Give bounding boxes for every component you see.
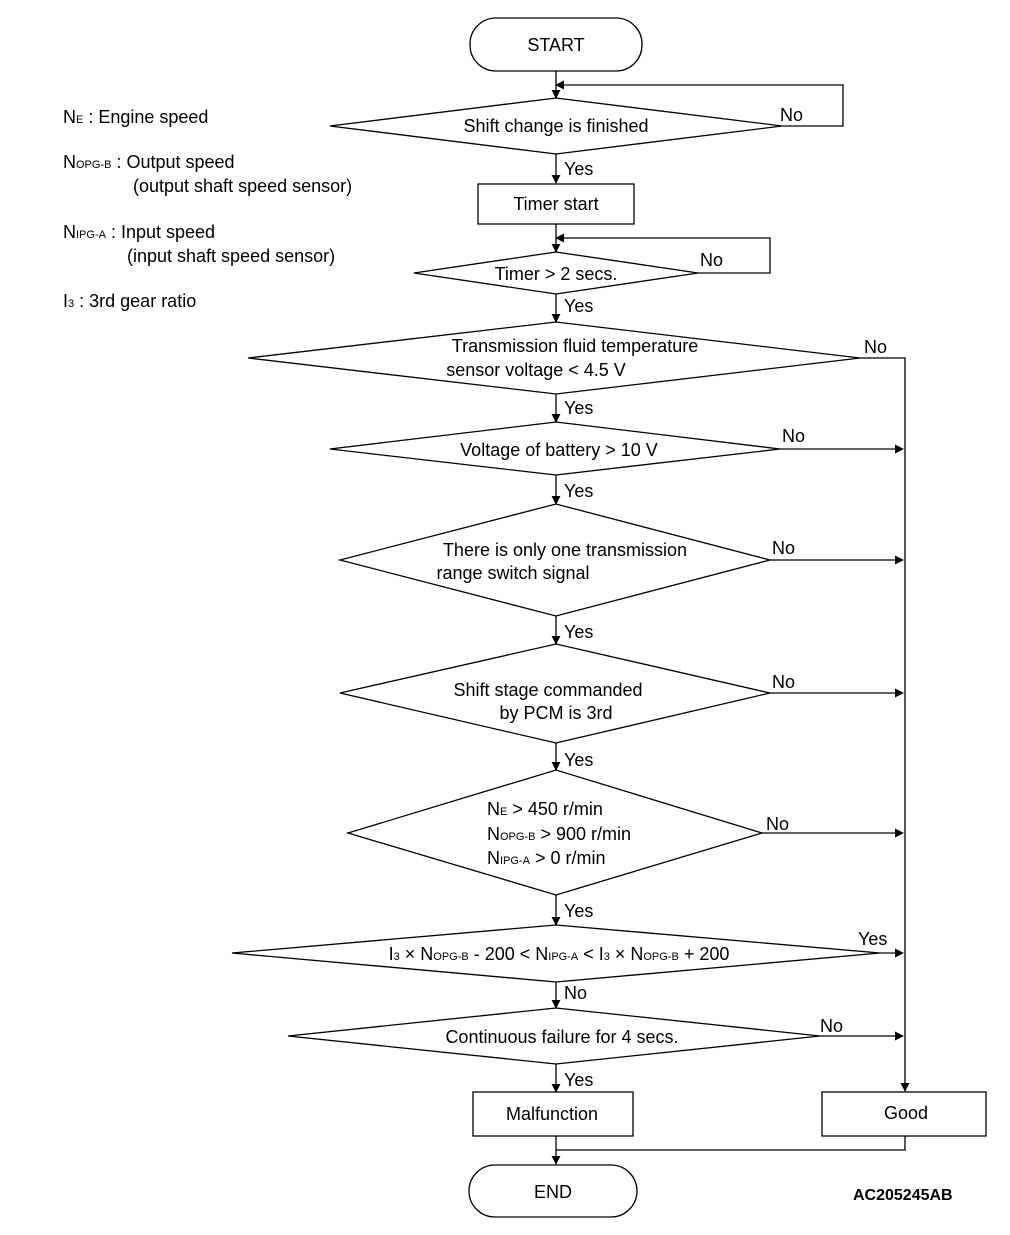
line-good-to-end: [556, 1136, 906, 1151]
figure-code: AC205245AB: [853, 1187, 953, 1204]
malfunction-label: Malfunction: [506, 1104, 598, 1124]
shift-stage-label-2: by PCM is 3rd: [499, 703, 612, 723]
legend-output-speed: NOPG-B : Output speed: [63, 152, 235, 172]
label-no-continuous: No: [820, 1016, 843, 1036]
fluid-temp-decision: [247, 321, 861, 395]
timer-2s-label: Timer > 2 secs.: [495, 264, 618, 284]
range-switch-label-1: There is only one transmission: [443, 540, 687, 560]
end-label: END: [534, 1182, 572, 1202]
good-process: [821, 1091, 987, 1137]
label-no-stage: No: [772, 672, 795, 692]
shift-stage-label-1: Shift stage commanded: [453, 680, 642, 700]
speed-ne-label: NE > 450 r/min: [487, 799, 603, 819]
timer-start-process: [477, 183, 635, 225]
label-yes-ratio: Yes: [858, 929, 887, 949]
end-terminal: [468, 1164, 638, 1218]
gear-ratio-label: I3 × NOPG-B - 200 < NIPG-A < I3 × NOPG-B…: [389, 944, 730, 964]
legend-engine-speed: NE : Engine speed: [63, 107, 208, 127]
shift-finished-label: Shift change is finished: [463, 116, 648, 136]
range-switch-decision: [337, 503, 773, 617]
gear-ratio-decision: [231, 924, 881, 983]
malfunction-process: [472, 1091, 634, 1137]
battery-label: Voltage of battery > 10 V: [460, 440, 658, 460]
loop-timer-no: [555, 233, 771, 274]
label-yes-shift: Yes: [564, 159, 593, 179]
connectors: [551, 71, 910, 1165]
start-terminal: [469, 17, 643, 72]
speed-nipga-label: NIPG-A > 0 r/min: [487, 848, 605, 868]
timer-2s-decision: [413, 251, 699, 295]
loop-shift-no: [555, 80, 844, 127]
continuous-failure-decision: [287, 1007, 821, 1065]
continuous-failure-label: Continuous failure for 4 secs.: [445, 1027, 678, 1047]
legend-input-speed-sensor: (input shaft speed sensor): [127, 246, 335, 266]
label-yes-range: Yes: [564, 622, 593, 642]
label-yes-stage: Yes: [564, 750, 593, 770]
label-no-range: No: [772, 538, 795, 558]
label-no-ratio: No: [564, 983, 587, 1003]
legend: NE : Engine speed NOPG-B : Output speed …: [63, 107, 352, 311]
legend-output-speed-sensor: (output shaft speed sensor): [133, 176, 352, 196]
shift-stage-decision: [339, 643, 771, 744]
battery-decision: [329, 421, 781, 476]
branch-labels: No Yes No Yes No Yes No Yes No Yes No Ye…: [564, 105, 887, 1090]
label-no-timer: No: [700, 250, 723, 270]
fluid-temp-label-1: Transmission fluid temperature: [452, 336, 698, 356]
label-yes-battery: Yes: [564, 481, 593, 501]
line-no-collector: [860, 357, 910, 1092]
start-label: START: [527, 35, 584, 55]
label-yes-timer: Yes: [564, 296, 593, 316]
label-no-battery: No: [782, 426, 805, 446]
label-no-speed: No: [766, 814, 789, 834]
speed-decision: [345, 769, 765, 896]
label-no-shift: No: [780, 105, 803, 125]
shift-finished-decision: [329, 97, 783, 155]
nodes: START Shift change is finished Timer sta…: [231, 17, 987, 1218]
fluid-temp-label-2: sensor voltage < 4.5 V: [446, 360, 626, 380]
good-label: Good: [884, 1103, 928, 1123]
legend-input-speed: NIPG-A : Input speed: [63, 222, 215, 242]
label-yes-continuous: Yes: [564, 1070, 593, 1090]
label-yes-fluid: Yes: [564, 398, 593, 418]
speed-nopgb-label: NOPG-B > 900 r/min: [487, 824, 631, 844]
label-no-fluid: No: [864, 337, 887, 357]
label-yes-speed: Yes: [564, 901, 593, 921]
legend-gear-ratio: I3 : 3rd gear ratio: [63, 291, 196, 311]
range-switch-label-2: range switch signal: [436, 563, 589, 583]
timer-start-label: Timer start: [513, 194, 598, 214]
